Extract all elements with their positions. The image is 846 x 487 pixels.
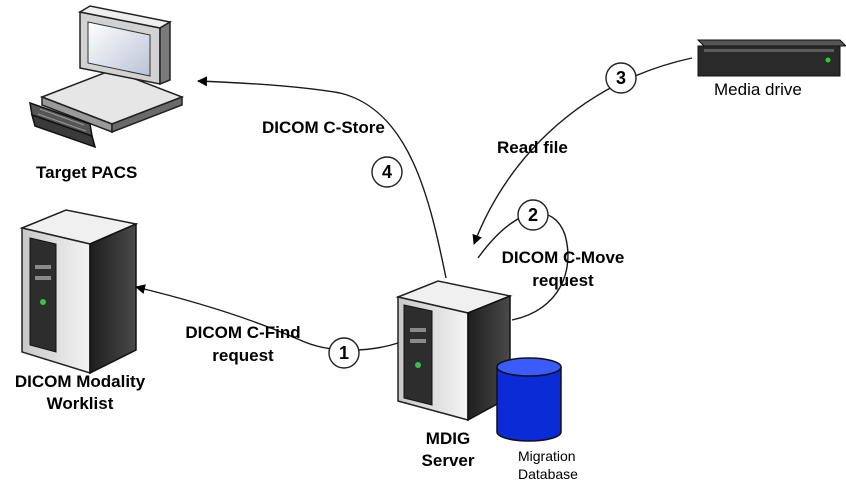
c-move-label-line2: request: [532, 271, 594, 290]
mdig-label-line2: Server: [421, 451, 475, 470]
target-pacs-label: Target PACS: [36, 163, 138, 182]
c-store-label: DICOM C-Store: [262, 118, 385, 137]
server-icon: [395, 280, 513, 422]
media-drive-icon: [696, 39, 846, 77]
step-3-number: 3: [616, 68, 626, 88]
edge-c-store: [197, 76, 447, 279]
migration-db-label-line1: Migration: [518, 448, 576, 464]
step-2-number: 2: [528, 205, 538, 225]
c-move-label-line1: DICOM C-Move: [501, 248, 625, 267]
worklist-label-line2: Worklist: [46, 394, 114, 413]
step-4-number: 4: [382, 162, 392, 182]
server-icon: [19, 209, 139, 375]
media-drive-label: Media drive: [714, 80, 802, 99]
c-find-label-line1: DICOM C-Find: [185, 323, 301, 342]
database-icon: [496, 357, 562, 442]
mdig-label-line1: MDIG: [425, 429, 471, 448]
c-find-label-line2: request: [212, 346, 274, 365]
edge-c-move: [477, 212, 569, 321]
read-file-label: Read file: [497, 138, 568, 157]
step-1-number: 1: [339, 343, 349, 363]
edge-c-find: [135, 284, 399, 351]
computer-icon: [29, 5, 185, 149]
migration-db-label-line2: Database: [518, 466, 578, 482]
step-1-badge: 1: [328, 337, 360, 369]
step-4-badge: 4: [371, 156, 403, 188]
worklist-label-line1: DICOM Modality: [14, 372, 146, 391]
step-3-badge: 3: [605, 62, 637, 94]
edge-read-file: [472, 57, 693, 245]
step-2-badge: 2: [517, 199, 549, 231]
